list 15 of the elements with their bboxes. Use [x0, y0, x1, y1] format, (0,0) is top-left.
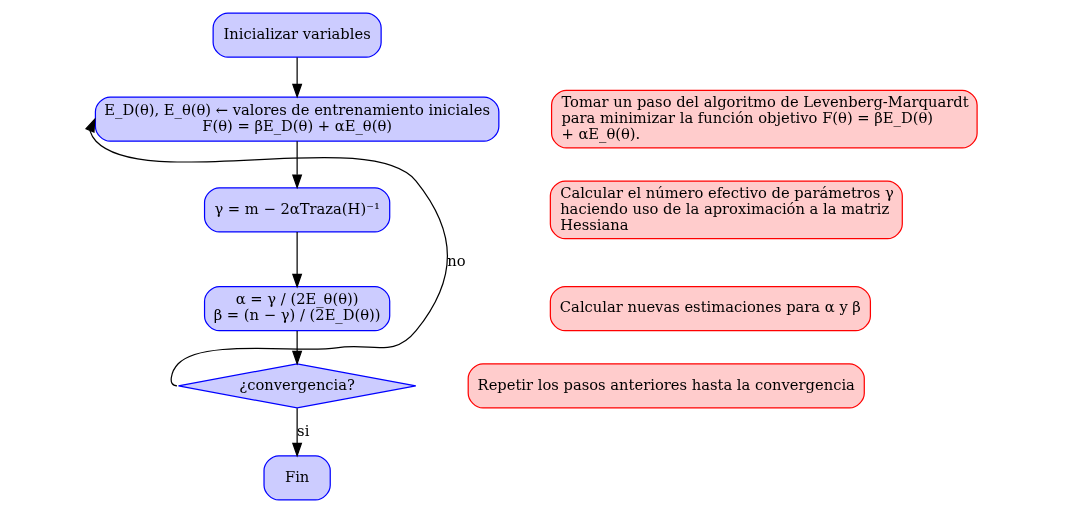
node-box: E_D(θ), E_θ(θ) ← valores de entrenamiento iniciales F(θ) = βE_D(θ) + αE_θ(θ)	[94, 96, 500, 142]
node-box: Calcular el número efectivo de parámetros γ haciendo uso de la aproximación a la matriz Hessiana	[549, 180, 903, 240]
arrow	[291, 330, 303, 366]
arrow	[291, 56, 303, 99]
arrow	[85, 117, 449, 387]
node-box: Calcular nuevas estimaciones para α y β	[549, 285, 872, 332]
node-box: α = γ / (2E_θ(θ)) β = (n − γ) / (2E_D(θ))	[203, 285, 391, 332]
arrow	[291, 140, 303, 190]
node-diamond: ¿convergencia?	[177, 363, 417, 409]
node-box: Inicializar variables	[212, 12, 382, 58]
node-box: Repetir los pasos anteriores hasta la convergencia	[467, 363, 865, 409]
arrow	[291, 231, 303, 289]
node-box: γ = m − 2αTraza(H)⁻¹	[203, 187, 391, 233]
node-box: Fin	[263, 455, 331, 501]
node-box: Tomar un paso del algoritmo de Levenberg-Marquardt para minimizar la función objetivo F(θ) = βE_D(θ) + αE_θ(θ).	[550, 89, 978, 149]
